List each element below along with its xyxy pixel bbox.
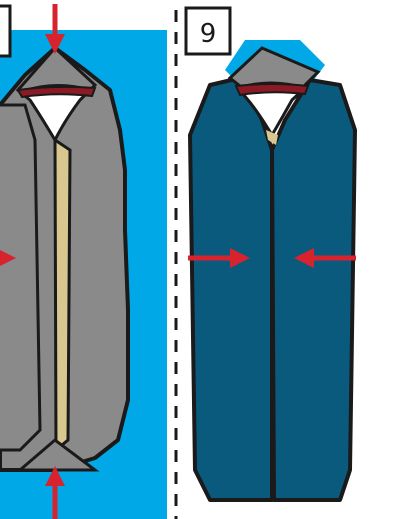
left-folded-garment	[0, 48, 128, 470]
left-panel	[0, 4, 167, 519]
right-folded-garment	[190, 48, 355, 500]
left-step-box	[0, 6, 10, 56]
step-number: 9	[200, 19, 217, 49]
right-panel: 9	[186, 8, 356, 500]
